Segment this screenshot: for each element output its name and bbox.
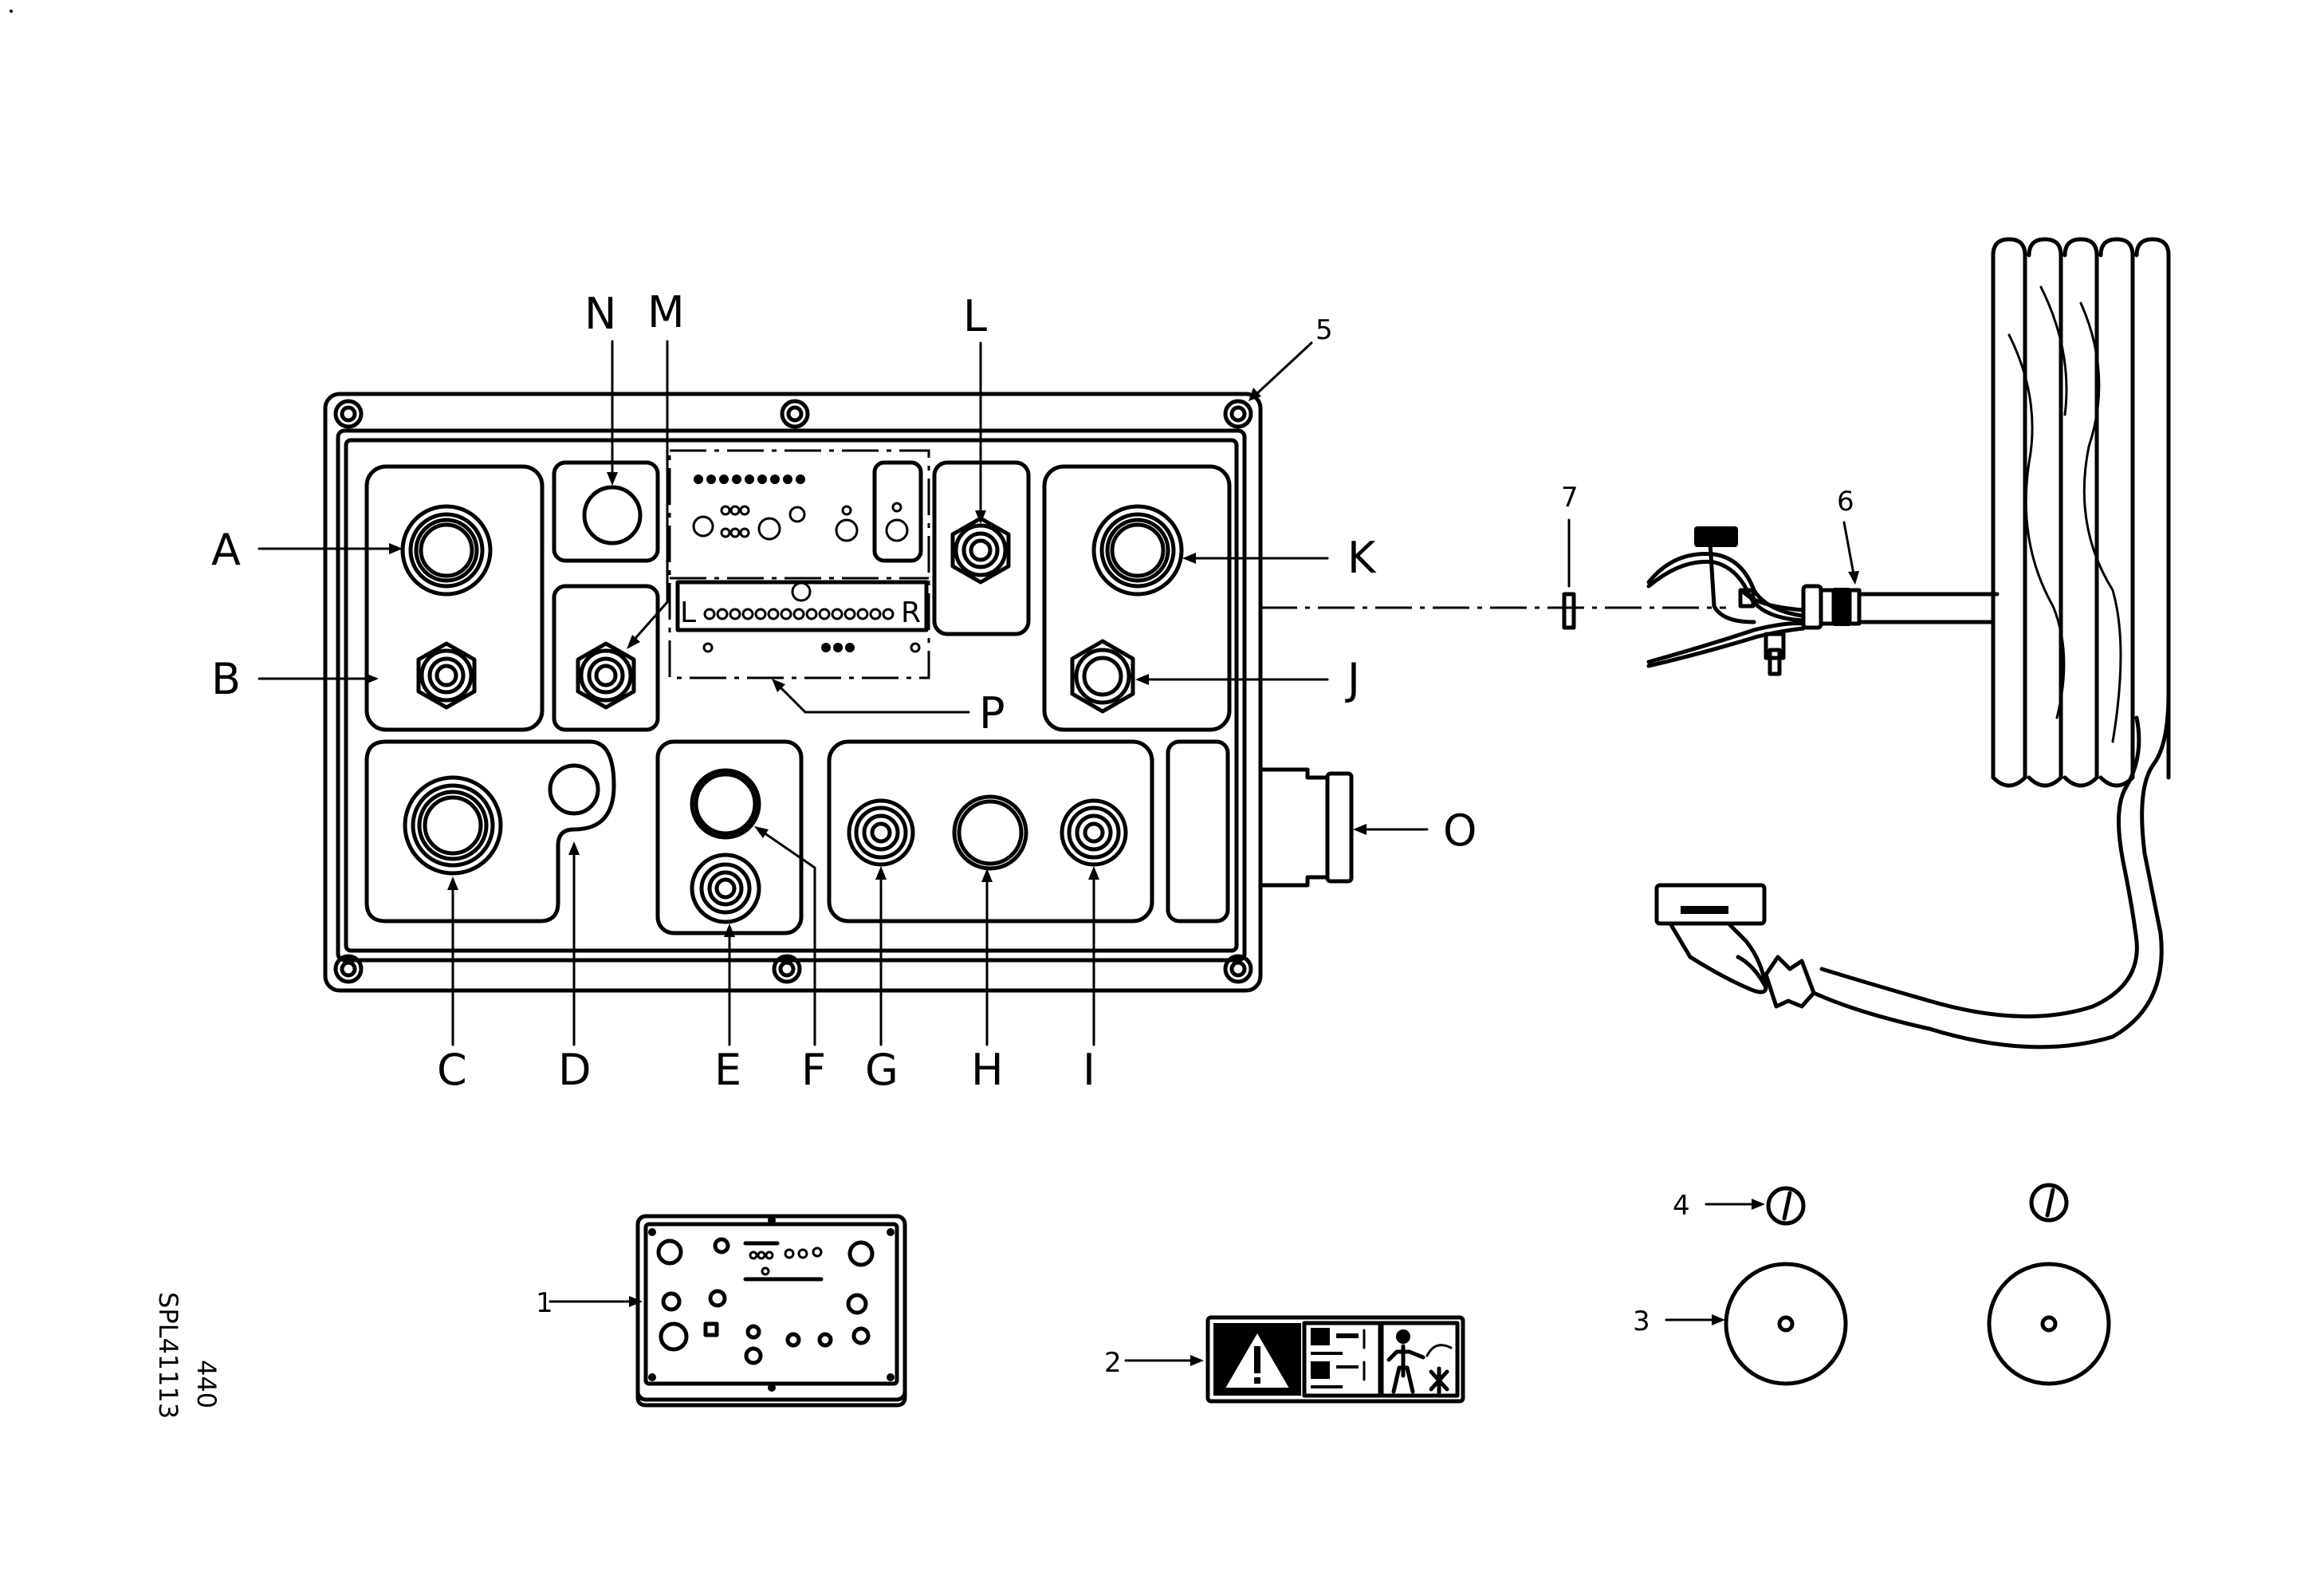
terminal-hole <box>716 608 729 620</box>
hole-f <box>690 768 761 840</box>
terminal-hole <box>792 608 805 620</box>
part-number-3: 3 <box>1633 1306 1650 1337</box>
part-number-4: 4 <box>1673 1190 1690 1222</box>
part-number-2: 2 <box>1104 1347 1122 1379</box>
drawing-code: SPL41113 440 <box>153 1292 222 1419</box>
warning-label-2: 2 <box>1104 1315 1465 1404</box>
part-number-6: 6 <box>1837 486 1854 518</box>
coiled-cable <box>1811 237 2171 1050</box>
terminal-hole <box>780 608 792 620</box>
terminal-hole <box>703 608 716 620</box>
side-connector-o <box>1258 767 1354 888</box>
terminal-hole <box>729 608 741 620</box>
strip-left-label: L <box>680 597 696 629</box>
leader-lines <box>258 340 1429 1046</box>
caps-3: 3 <box>1633 1262 2111 1386</box>
terminal-hole <box>754 608 767 620</box>
terminal-hole <box>869 608 882 620</box>
terminal-strip: L R <box>675 580 929 653</box>
terminal-hole <box>843 608 856 620</box>
board-top-connector <box>692 475 909 542</box>
label-o: O <box>1443 805 1477 856</box>
part-number-7: 7 <box>1561 482 1579 514</box>
label-p: P <box>979 688 1005 738</box>
drawing-code-line1: SPL41113 <box>153 1292 183 1419</box>
letter-labels: A B N M L K J P O C D E F G H I <box>211 287 1477 1095</box>
gland-j <box>1070 639 1135 714</box>
terminal-hole <box>856 608 869 620</box>
terminal-hole <box>818 608 831 620</box>
cable-plug <box>1654 883 1816 1009</box>
label-e: E <box>714 1045 741 1095</box>
terminal-hole <box>831 608 843 620</box>
part-number-1: 1 <box>536 1287 553 1319</box>
label-a: A <box>211 525 241 575</box>
control-box: L R <box>323 392 1354 993</box>
drawing-code-line2: 440 <box>191 1360 222 1408</box>
gland-a <box>400 504 493 597</box>
gland-k <box>1091 504 1184 597</box>
label-h: H <box>971 1045 1004 1095</box>
terminal-hole <box>805 608 818 620</box>
gland-c <box>403 775 503 876</box>
cable-tie-7 <box>1562 592 1576 630</box>
label-f: F <box>801 1045 826 1095</box>
cover-plate-1: 1 <box>536 1214 907 1408</box>
circuit-board-p: L R <box>668 449 930 679</box>
screws-4: 4 <box>1673 1183 2069 1226</box>
label-d: D <box>558 1045 592 1095</box>
gland-b <box>416 641 477 710</box>
label-n: N <box>584 289 616 339</box>
cable-assembly: 7 6 <box>1260 237 2171 1050</box>
gland-i <box>1060 798 1128 867</box>
label-l: L <box>963 291 987 341</box>
strip-right-label: R <box>901 597 921 629</box>
terminal-hole <box>741 608 754 620</box>
label-k: K <box>1347 533 1377 583</box>
part-number-5: 5 <box>1315 314 1333 346</box>
hole-d <box>548 763 600 816</box>
gland-e <box>690 853 761 924</box>
label-g: G <box>865 1045 899 1095</box>
hole-h <box>952 794 1028 871</box>
label-c: C <box>437 1045 467 1095</box>
gland-g <box>847 798 915 867</box>
label-j: J <box>1345 654 1360 704</box>
label-i: I <box>1083 1045 1095 1095</box>
cable-connector-6: 6 <box>1801 486 1862 630</box>
gland-m <box>576 641 636 710</box>
gland-l <box>950 516 1011 585</box>
label-b: B <box>211 654 241 704</box>
terminal-hole <box>767 608 780 620</box>
terminal-hole <box>882 608 895 620</box>
label-m: M <box>647 287 685 337</box>
hole-n <box>582 485 643 545</box>
corner-bolts <box>333 399 1253 984</box>
